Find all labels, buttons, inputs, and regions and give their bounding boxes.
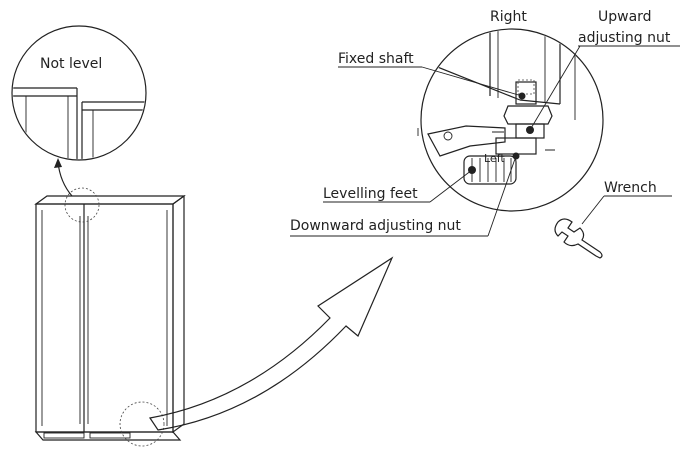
upward-nut-label-line1: Upward <box>598 9 652 25</box>
refrigerator <box>34 187 186 447</box>
right-label: Right <box>490 9 527 25</box>
downward-nut-label: Downward adjusting nut <box>290 218 461 234</box>
refrigerator-front <box>35 203 174 433</box>
big-arrow <box>148 256 394 431</box>
not-level-label: Not level <box>40 56 102 72</box>
left-foot-mark: Left <box>484 152 505 165</box>
not-level-detail: Not level <box>11 25 147 197</box>
foot-detail: Left <box>417 28 604 212</box>
levelling-feet-label: Levelling feet <box>323 186 418 202</box>
bottom-callout-circle <box>119 401 165 447</box>
fixed-shaft-label: Fixed shaft <box>338 51 414 67</box>
labels: Right Upward adjusting nut Fixed shaft L… <box>290 9 680 237</box>
wrench-label: Wrench <box>604 180 657 196</box>
wrench-icon <box>554 218 603 259</box>
top-callout-circle <box>64 187 100 223</box>
upward-nut-label-line2: adjusting nut <box>578 30 671 46</box>
